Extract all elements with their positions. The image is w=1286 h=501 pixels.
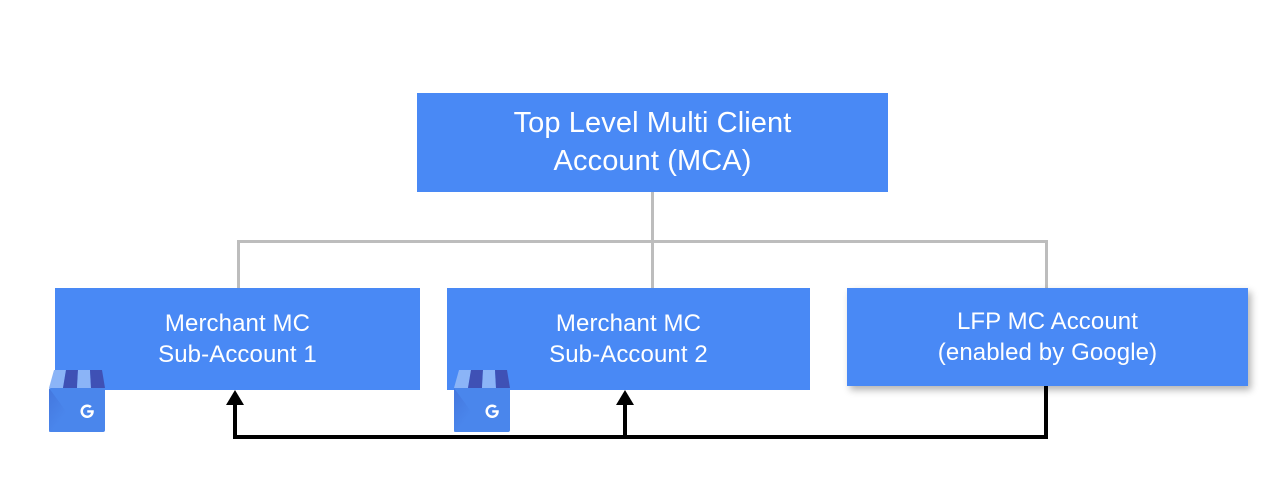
node-lfp-mc-account[interactable]: LFP MC Account (enabled by Google): [847, 288, 1248, 386]
node-sub2-line1: Merchant MC: [555, 309, 702, 337]
google-my-business-icon: [446, 366, 518, 434]
arrowhead-into-sub1-icon: [226, 390, 244, 405]
node-sub1-line2: Sub-Account 1: [158, 341, 317, 368]
node-merchant-mc-sub-account-1[interactable]: Merchant MC Sub-Account 1: [55, 288, 420, 390]
flow-line-from-lfp: [1044, 386, 1048, 439]
flow-line-up-to-sub1: [233, 400, 237, 437]
connector-mca-stem: [651, 192, 654, 243]
node-top-level-mca-line2: Account (MCA): [553, 144, 752, 177]
node-top-level-mca-line1: Top Level Multi Client: [513, 106, 792, 139]
connector-drop-sub1: [237, 240, 240, 290]
node-lfp-line2: (enabled by Google): [937, 339, 1158, 366]
node-merchant-mc-sub-account-2-label: Merchant MC Sub-Account 2: [447, 308, 810, 370]
node-sub1-line1: Merchant MC: [164, 309, 311, 337]
connector-drop-lfp: [1045, 240, 1048, 290]
google-my-business-icon: [41, 366, 113, 434]
node-merchant-mc-sub-account-1-label: Merchant MC Sub-Account 1: [55, 308, 420, 370]
node-top-level-mca-label: Top Level Multi Client Account (MCA): [417, 105, 888, 180]
node-top-level-mca[interactable]: Top Level Multi Client Account (MCA): [417, 93, 888, 192]
node-lfp-mc-account-label: LFP MC Account (enabled by Google): [847, 306, 1248, 368]
connector-drop-sub2: [651, 240, 654, 290]
flow-line-up-to-sub2: [623, 400, 627, 437]
arrowhead-into-sub2-icon: [616, 390, 634, 405]
node-lfp-line1: LFP MC Account: [956, 307, 1139, 335]
node-sub2-line2: Sub-Account 2: [549, 341, 708, 368]
connector-horizontal-bar: [237, 240, 1047, 243]
flow-line-bottom-bar: [233, 435, 1048, 439]
